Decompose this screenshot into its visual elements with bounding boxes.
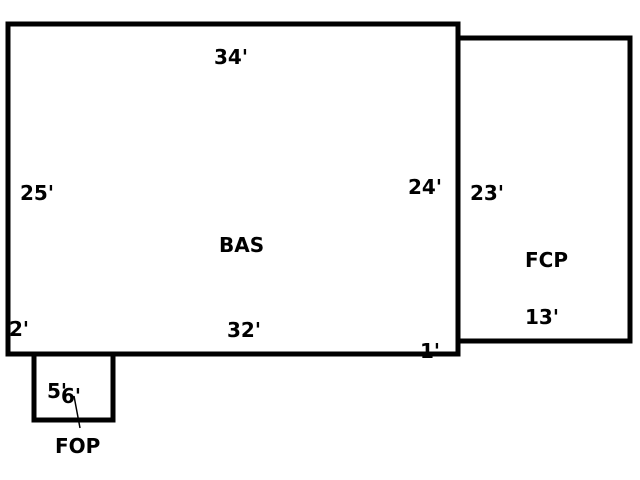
fop-outline: [31, 351, 116, 423]
bas-outline: [5, 21, 461, 357]
bas-left-dimension: 25': [20, 181, 54, 205]
fcp-outline: [455, 35, 633, 344]
fop-leader-line: [73, 395, 81, 429]
fcp-label: FCP: [525, 248, 568, 272]
bas-top-dimension: 34': [214, 45, 248, 69]
bas-label: BAS: [219, 233, 264, 257]
fop-width-dimension: 6': [61, 384, 81, 408]
fop-side-dimension: 5': [47, 379, 67, 403]
fcp-bottom-dimension: 13': [525, 305, 559, 329]
fcp-left-dimension: 23': [470, 181, 504, 205]
bas-left-step-dimension: 2': [9, 317, 29, 341]
bas-right-dimension: 24': [408, 175, 442, 199]
bas-bottom-dimension: 32': [227, 318, 261, 342]
fop-label: FOP: [55, 434, 100, 458]
bas-right-step-dimension: 1': [420, 339, 440, 363]
